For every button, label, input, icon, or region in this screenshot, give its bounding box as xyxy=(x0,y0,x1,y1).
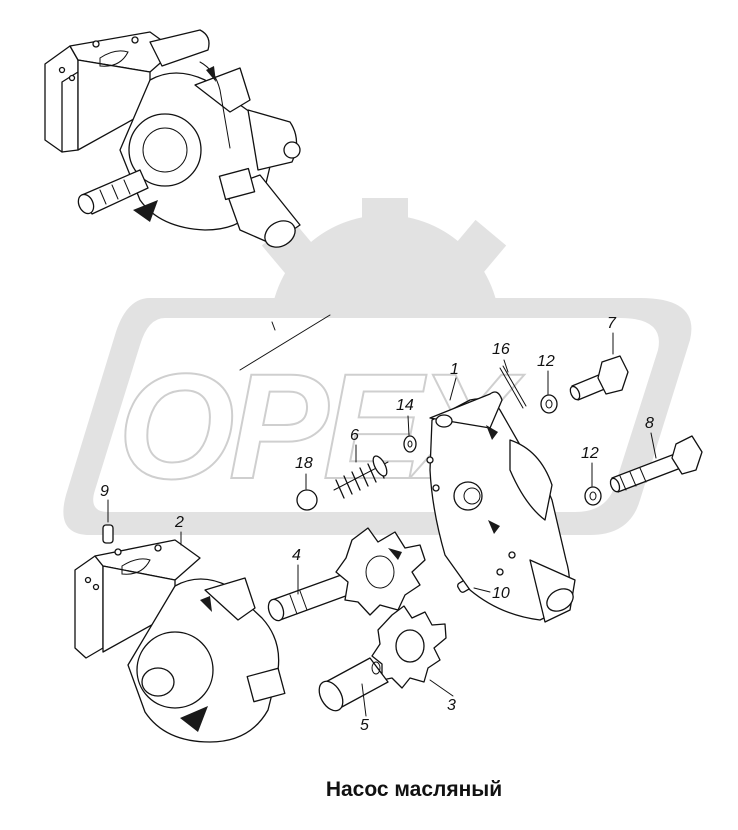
callout-3: 3 xyxy=(447,697,456,714)
part-8-bolt xyxy=(609,435,703,493)
callout-14: 14 xyxy=(396,397,414,414)
callouts: 1 2 3 4 5 6 7 8 9 10 12 12 14 16 18 xyxy=(100,315,657,734)
callout-9: 9 xyxy=(100,483,109,500)
part-14-washer xyxy=(403,435,417,453)
part-2-housing xyxy=(74,539,286,743)
part-9-dowel xyxy=(102,524,114,544)
callout-10: 10 xyxy=(492,585,510,602)
part-3-driven-gear xyxy=(371,605,447,689)
part-16-wire xyxy=(499,365,527,409)
callout-2: 2 xyxy=(174,514,184,531)
callout-6: 6 xyxy=(350,427,359,444)
callout-8: 8 xyxy=(645,415,654,432)
part-7-bolt xyxy=(569,355,629,401)
callout-12a: 12 xyxy=(537,353,555,370)
part-1-pump-cover xyxy=(426,391,576,623)
diagram-title: Насос масляный xyxy=(326,778,502,801)
callout-1: 1 xyxy=(450,361,459,378)
callout-4: 4 xyxy=(292,547,301,564)
part-6-spring xyxy=(333,455,389,499)
pump-assembly-top xyxy=(44,29,301,248)
part-18-ball xyxy=(296,489,318,511)
callout-12b: 12 xyxy=(581,445,599,462)
callout-7: 7 xyxy=(607,315,617,332)
part-12-washer-upper xyxy=(540,394,558,414)
callout-18: 18 xyxy=(295,455,313,472)
leader-line-main xyxy=(239,314,331,371)
part-4-drive-gear-shaft xyxy=(267,527,426,622)
part-5-shaft xyxy=(318,657,389,712)
callout-16: 16 xyxy=(492,341,510,358)
watermark-logo: OPEX xyxy=(63,198,692,535)
part-12-washer-lower xyxy=(584,486,602,506)
callout-5: 5 xyxy=(360,717,369,734)
